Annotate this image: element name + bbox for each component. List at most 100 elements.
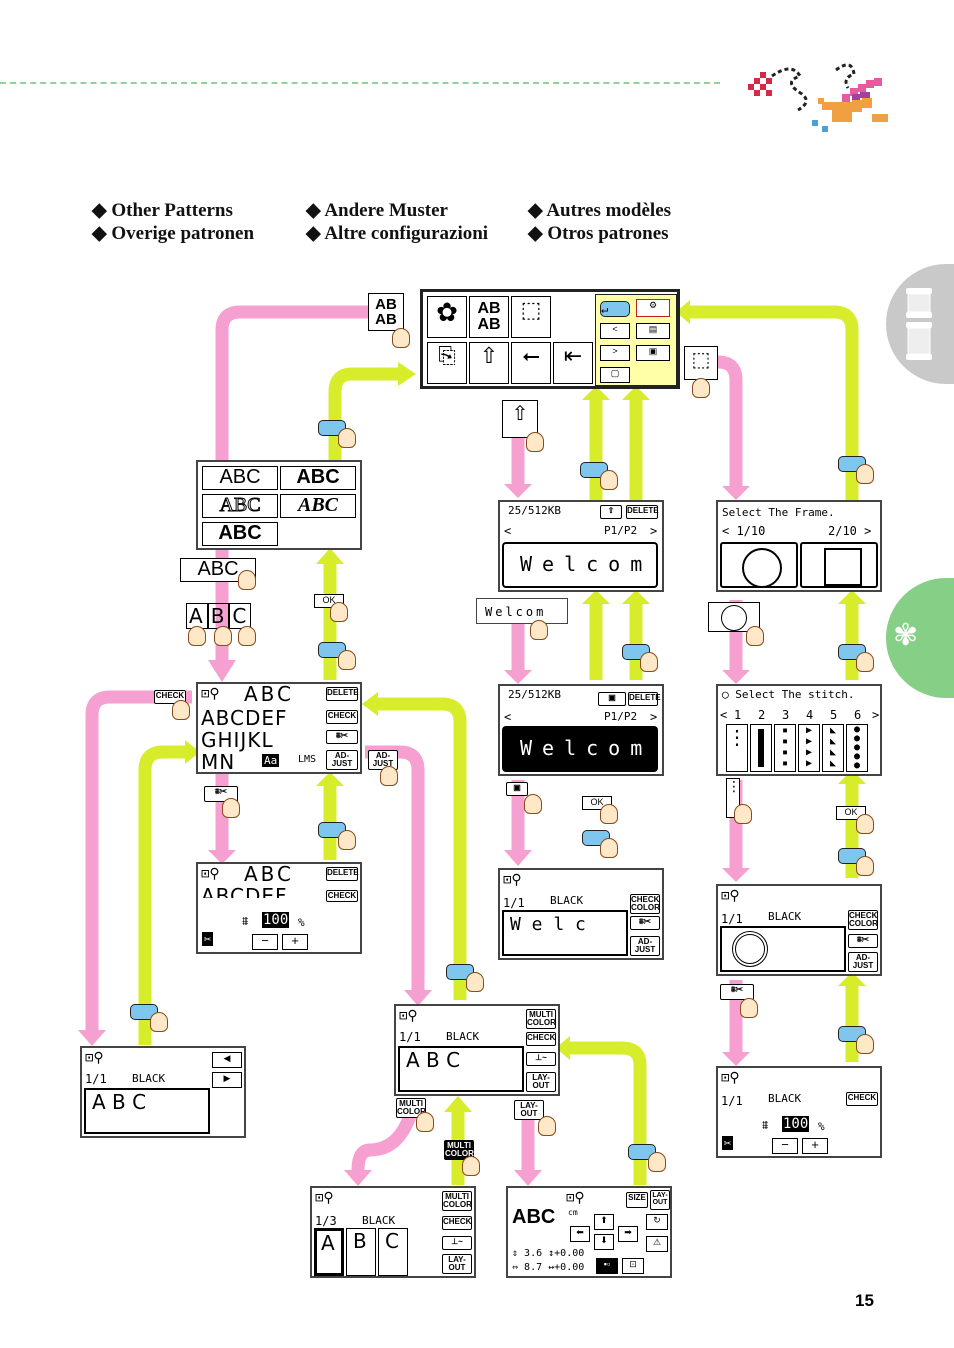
- left-arrow-icon[interactable]: ⬅: [570, 1226, 590, 1242]
- frame-key-callout[interactable]: ⬚: [684, 346, 718, 380]
- trial-icon[interactable]: ⊡: [622, 1258, 644, 1274]
- letter-a-frame[interactable]: A: [314, 1228, 344, 1276]
- multi-color-button[interactable]: MULTI COLOR: [442, 1191, 472, 1211]
- doc-icon[interactable]: ▤: [636, 323, 670, 339]
- stitch-size-callout[interactable]: ⩩✂: [720, 984, 754, 1000]
- check-button[interactable]: CHECK: [846, 1092, 878, 1106]
- plus-button[interactable]: +: [802, 1138, 828, 1154]
- adjust-button[interactable]: AD- JUST: [630, 936, 660, 956]
- check-button[interactable]: CHECK: [526, 1032, 556, 1046]
- lms-toggle[interactable]: LMS: [298, 754, 317, 765]
- check-button[interactable]: CHECK: [326, 890, 358, 902]
- letter-b[interactable]: B: [207, 603, 230, 629]
- pocket-icon[interactable]: ⇧: [600, 505, 622, 519]
- retrieve-callout[interactable]: ▣: [506, 782, 528, 796]
- letter-b-frame[interactable]: B: [346, 1228, 376, 1276]
- char-row-1[interactable]: ABCDEF: [201, 706, 288, 730]
- adjust-button[interactable]: AD- JUST: [326, 750, 358, 770]
- check-button[interactable]: CHECK: [326, 710, 358, 724]
- next-arrow-icon[interactable]: ▶: [212, 1072, 242, 1088]
- delete-button[interactable]: DELETE: [628, 692, 661, 706]
- layout-button[interactable]: LAY- OUT: [650, 1190, 670, 1210]
- stitch-icon[interactable]: ⊥~: [526, 1052, 556, 1066]
- center-icon[interactable]: ▪▫: [596, 1258, 618, 1274]
- pocket-key-callout[interactable]: ⇧: [502, 400, 538, 438]
- font-option[interactable]: ABC: [202, 466, 278, 490]
- ab-key-callout[interactable]: AB AB: [368, 293, 404, 331]
- embroidery-flower-icon[interactable]: ✿: [427, 296, 467, 338]
- ab-letters-button[interactable]: AB AB: [469, 296, 509, 338]
- stitch-size-button[interactable]: ⩩✂: [848, 934, 878, 948]
- settings-icon[interactable]: ⚙: [636, 299, 670, 317]
- prev-icon[interactable]: <: [504, 710, 512, 724]
- multi-color-callout-dark[interactable]: MULTI COLOR: [444, 1140, 474, 1160]
- circle-frame-option[interactable]: [720, 542, 798, 588]
- pocket-icon[interactable]: ▣: [598, 692, 626, 706]
- font-option[interactable]: ABC: [202, 522, 278, 546]
- stitch-size-button[interactable]: ⩩✂: [326, 730, 358, 744]
- up-arrow-icon[interactable]: ⬆: [594, 1214, 614, 1230]
- rotate-icon[interactable]: ↻: [646, 1214, 668, 1230]
- scissors-icon[interactable]: ✂: [202, 932, 214, 946]
- welcom-callout[interactable]: Welcom: [476, 598, 568, 624]
- letter-a[interactable]: A: [186, 603, 208, 629]
- font-option[interactable]: ABC: [202, 494, 278, 518]
- usb-icon[interactable]: ⭠: [511, 342, 551, 384]
- down-arrow-icon[interactable]: ⬇: [594, 1234, 614, 1250]
- page-left[interactable]: < 1/10: [722, 524, 766, 538]
- next-icon[interactable]: >: [650, 524, 658, 538]
- minus-button[interactable]: −: [252, 934, 278, 950]
- font-option[interactable]: ABC: [280, 494, 356, 518]
- size-button[interactable]: SIZE: [626, 1192, 648, 1208]
- stitch-option[interactable]: ▶▶▶▶: [798, 724, 820, 772]
- stitch-option[interactable]: ⋮: [726, 724, 748, 772]
- back-icon[interactable]: ↵: [600, 301, 630, 317]
- check-color-button[interactable]: CHECK COLOR: [848, 910, 878, 930]
- prev-icon[interactable]: <: [504, 524, 512, 538]
- plus-button[interactable]: +: [282, 934, 308, 950]
- pattern-tile-selected[interactable]: Welcom: [502, 726, 658, 772]
- page-right[interactable]: 2/10 >: [828, 524, 872, 538]
- layout-button[interactable]: LAY- OUT: [526, 1072, 556, 1092]
- minus-button[interactable]: −: [772, 1138, 798, 1154]
- font-option[interactable]: ABC: [280, 466, 356, 490]
- char-row-3[interactable]: MN: [201, 750, 236, 774]
- check-color-button[interactable]: CHECK COLOR: [630, 894, 660, 914]
- pocket-icon[interactable]: ▢: [600, 367, 630, 383]
- card-reader-icon[interactable]: ⇤: [553, 342, 593, 384]
- letter-c[interactable]: C: [229, 603, 252, 629]
- prev-arrow-icon[interactable]: ◀: [212, 1052, 242, 1068]
- delete-button[interactable]: DELETE: [326, 687, 359, 701]
- multi-color-button[interactable]: MULTI COLOR: [526, 1009, 556, 1029]
- stitch-size-button[interactable]: ⩩✂: [630, 916, 660, 930]
- machine-icon[interactable]: ▣: [636, 345, 670, 361]
- pattern-tile[interactable]: Welcom: [502, 542, 658, 588]
- frame-pattern-icon[interactable]: ⬚: [511, 296, 551, 338]
- delete-button[interactable]: DELETE: [626, 505, 659, 519]
- right-arrow-icon[interactable]: ➡: [618, 1226, 638, 1242]
- next-icon[interactable]: >: [650, 710, 658, 724]
- check-button[interactable]: CHECK: [442, 1216, 472, 1230]
- stitch-option[interactable]: ●●●●●: [846, 724, 868, 772]
- card-icon[interactable]: ⎘: [427, 342, 467, 384]
- layout-callout[interactable]: LAY- OUT: [514, 1100, 544, 1120]
- stitch-next-icon[interactable]: >: [872, 708, 880, 722]
- adjust-button[interactable]: AD- JUST: [848, 952, 878, 972]
- prev-icon[interactable]: <: [600, 323, 630, 339]
- mirror-icon[interactable]: ⚠: [646, 1236, 668, 1252]
- delete-button[interactable]: DELETE: [326, 867, 359, 881]
- stitch-prev-icon[interactable]: <: [720, 708, 728, 722]
- memory-pocket-icon[interactable]: ⇧: [469, 342, 509, 384]
- finger-icon: [734, 804, 752, 824]
- case-toggle[interactable]: Aa: [262, 754, 280, 767]
- stitch-icon[interactable]: ⊥~: [442, 1236, 472, 1250]
- letter-c-frame[interactable]: C: [378, 1228, 408, 1276]
- stitch-option[interactable]: ◣◣◣◣: [822, 724, 844, 772]
- char-row-2[interactable]: GHIJKL: [201, 728, 274, 752]
- square-frame-option[interactable]: [800, 542, 878, 588]
- scissors-icon[interactable]: ✂: [722, 1136, 734, 1150]
- next-icon[interactable]: >: [600, 345, 630, 361]
- layout-button[interactable]: LAY- OUT: [442, 1254, 472, 1274]
- stitch-option[interactable]: [750, 724, 772, 772]
- stitch-option[interactable]: ▪▪▪▪: [774, 724, 796, 772]
